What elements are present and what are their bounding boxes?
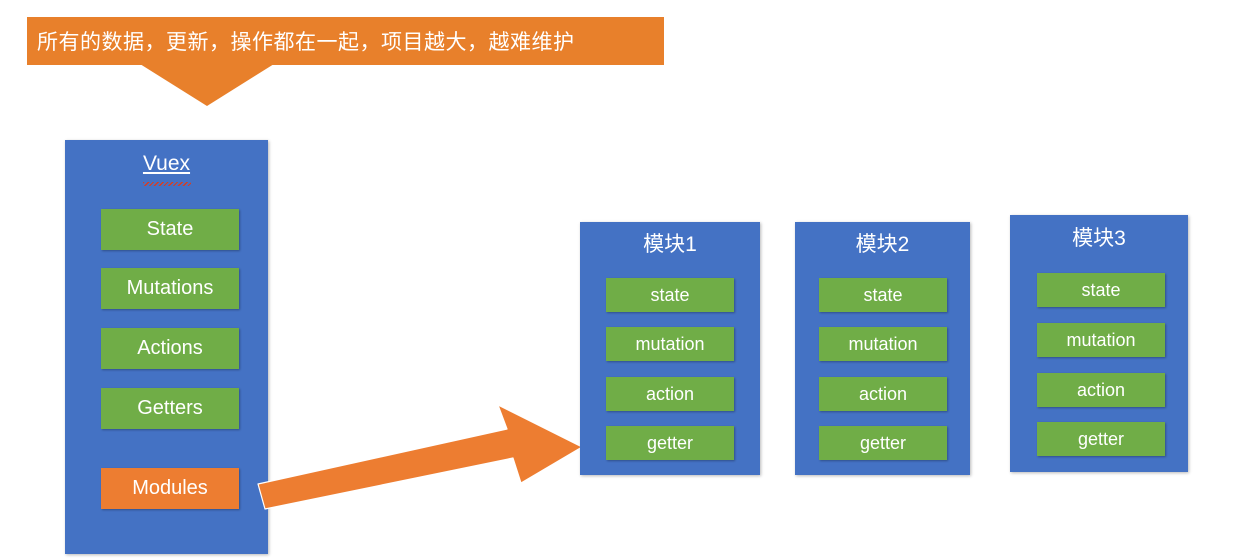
module-2-item-getter[interactable]: getter: [819, 426, 947, 460]
vuex-item-getters[interactable]: Getters: [101, 388, 239, 429]
module-1-item-action[interactable]: action: [606, 377, 734, 411]
module-3-item-mutation[interactable]: mutation: [1037, 323, 1165, 357]
arrow-shape: [257, 404, 583, 510]
modules-to-modules-arrow: [257, 404, 583, 510]
module-2-item-mutation[interactable]: mutation: [819, 327, 947, 361]
spellcheck-wavy-underline-icon: [143, 182, 191, 186]
module-panel-2: 模块2 state mutation action getter: [795, 222, 970, 475]
vuex-item-modules[interactable]: Modules: [101, 468, 239, 509]
module-2-item-action[interactable]: action: [819, 377, 947, 411]
callout-banner: 所有的数据，更新，操作都在一起，项目越大，越难维护: [27, 17, 664, 107]
vuex-item-state[interactable]: State: [101, 209, 239, 250]
module-1-item-state[interactable]: state: [606, 278, 734, 312]
callout-body: [27, 17, 664, 65]
module-panel-1-title: 模块1: [643, 233, 697, 256]
callout-text: 所有的数据，更新，操作都在一起，项目越大，越难维护: [37, 31, 575, 54]
module-1-item-mutation[interactable]: mutation: [606, 327, 734, 361]
module-3-item-getter[interactable]: getter: [1037, 422, 1165, 456]
vuex-item-actions[interactable]: Actions: [101, 328, 239, 369]
module-3-item-state[interactable]: state: [1037, 273, 1165, 307]
module-1-item-getter[interactable]: getter: [606, 426, 734, 460]
module-panel-3-title: 模块3: [1072, 227, 1126, 250]
module-panel-2-title: 模块2: [855, 233, 910, 256]
callout-tail-triangle: [140, 64, 274, 106]
module-3-item-action[interactable]: action: [1037, 373, 1165, 407]
vuex-panel-title: Vuex: [142, 152, 191, 175]
module-panel-1: 模块1 state mutation action getter: [580, 222, 760, 475]
module-2-item-state[interactable]: state: [819, 278, 947, 312]
module-panel-3: 模块3 state mutation action getter: [1010, 215, 1188, 472]
vuex-item-mutations[interactable]: Mutations: [101, 268, 239, 309]
vuex-panel: Vuex State Mutations Actions Getters Mod…: [65, 140, 268, 554]
